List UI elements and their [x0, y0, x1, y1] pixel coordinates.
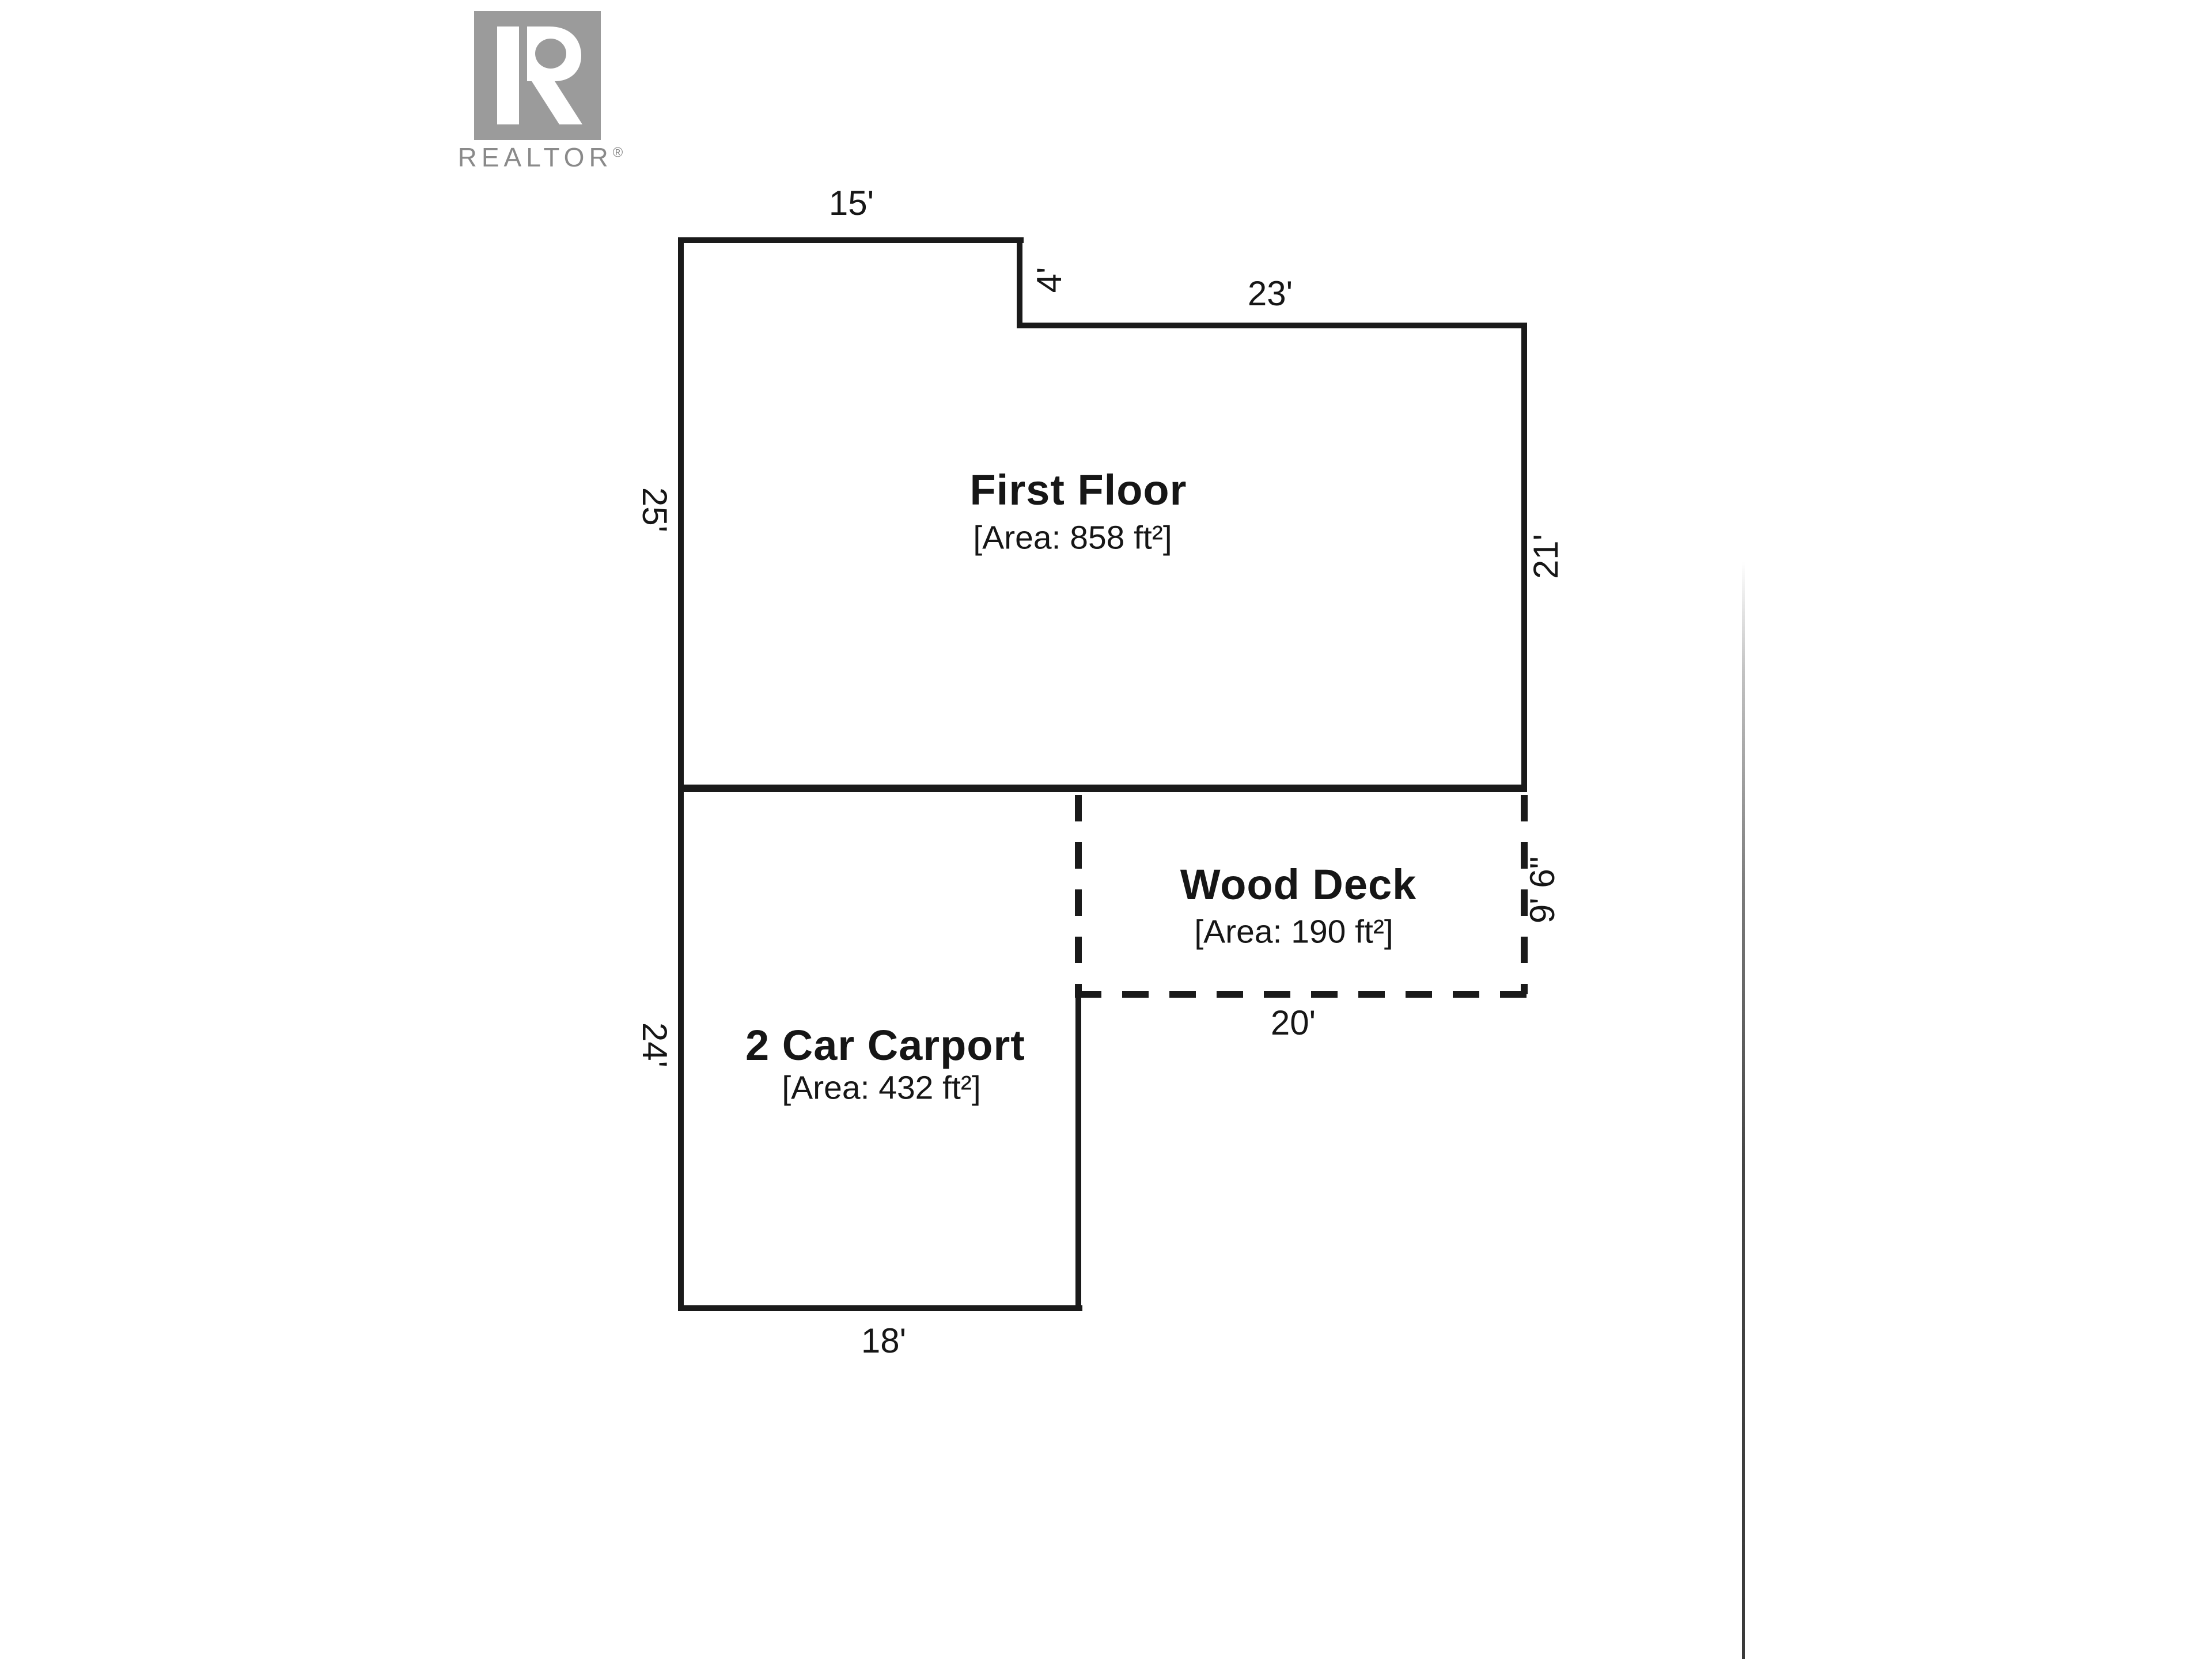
wall-deck-bottom-dashed — [1075, 991, 1527, 998]
first-floor-title: First Floor — [969, 466, 1187, 514]
dim-right-height: 21' — [1527, 533, 1565, 579]
wall-left-shared — [678, 237, 684, 1311]
wall-first-floor-bottom — [678, 785, 1527, 792]
dim-left-height: 25' — [635, 487, 674, 533]
wall-first-floor-right — [1521, 323, 1527, 789]
wall-deck-right-dashed — [1521, 795, 1528, 994]
dim-notch-height: 4' — [1030, 267, 1069, 293]
dim-top-left-width: 15' — [828, 184, 874, 222]
dim-carport-height: 24' — [635, 1022, 674, 1068]
wall-carport-bottom — [678, 1305, 1082, 1311]
wall-first-floor-top-right — [1017, 323, 1527, 328]
dim-deck-height: 9' 6" — [1523, 856, 1562, 924]
wall-first-floor-notch — [1017, 237, 1022, 328]
wall-carport-right-lower — [1075, 994, 1081, 1311]
carport-area: [Area: 432 ft²] — [782, 1069, 981, 1107]
scan-artifact-line — [1742, 562, 1745, 1659]
realtor-brand-text: REALTOR — [457, 142, 613, 172]
realtor-logo-icon — [474, 11, 601, 140]
dim-carport-width: 18' — [861, 1321, 907, 1360]
wall-deck-left-dashed — [1075, 795, 1082, 994]
wood-deck-title: Wood Deck — [1180, 861, 1417, 908]
realtor-logo-wordmark: REALTOR® — [399, 144, 681, 171]
wood-deck-area: [Area: 190 ft²] — [1194, 913, 1393, 950]
dim-deck-width: 20' — [1270, 1003, 1316, 1042]
wall-first-floor-top-left — [678, 237, 1024, 243]
registered-trademark-icon: ® — [612, 145, 623, 161]
carport-title: 2 Car Carport — [745, 1021, 1025, 1069]
dim-top-right-width: 23' — [1247, 274, 1293, 313]
first-floor-area: [Area: 858 ft²] — [973, 519, 1172, 556]
